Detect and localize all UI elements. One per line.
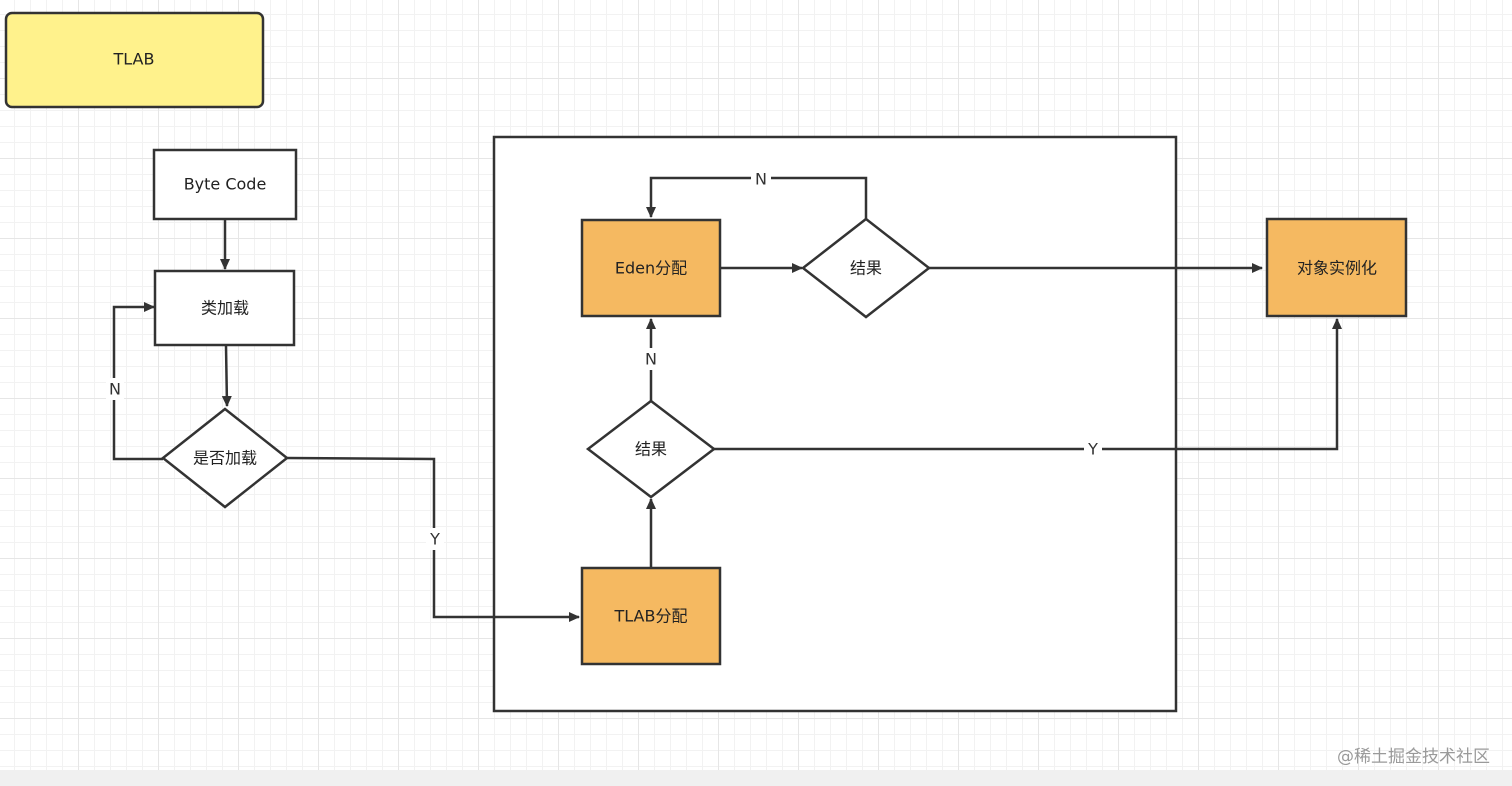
- edge-label-lower-yes: Y: [1087, 440, 1098, 459]
- node-byte-code-label: Byte Code: [184, 175, 267, 194]
- node-result-upper-label: 结果: [850, 259, 882, 278]
- node-class-load-label: 类加载: [201, 299, 249, 318]
- node-tlab-alloc-label: TLAB分配: [614, 607, 688, 626]
- edge-label-isloaded-yes: Y: [429, 530, 440, 549]
- title-box[interactable]: [4, 11, 265, 109]
- node-byte-code[interactable]: [152, 148, 298, 221]
- bottom-strip: [0, 770, 1512, 786]
- node-result-upper[interactable]: [800, 217, 932, 319]
- edge-label-upper-no: N: [755, 170, 767, 189]
- node-tlab-alloc[interactable]: [580, 566, 722, 666]
- edge-label-bg: [426, 528, 444, 550]
- edge-label-bg: [751, 168, 771, 190]
- node-is-loaded[interactable]: [160, 407, 290, 509]
- edge-label-bg: [1084, 439, 1102, 461]
- edge-result-lower-yes: [714, 318, 1342, 451]
- node-eden-alloc[interactable]: [580, 218, 722, 318]
- node-result-lower[interactable]: [585, 399, 717, 499]
- edge-label-lower-no: N: [645, 350, 657, 369]
- edge-label-isloaded-no: N: [109, 380, 121, 399]
- node-class-load[interactable]: [153, 269, 296, 347]
- watermark: @稀土掘金技术社区: [1337, 747, 1490, 767]
- edge-label-bg: [642, 348, 660, 370]
- node-instantiate-label: 对象实例化: [1297, 259, 1377, 278]
- title-box-label: TLAB: [113, 50, 155, 69]
- edge-label-bg: [106, 378, 124, 400]
- edge-classload-to-isloaded: [221, 345, 232, 407]
- node-result-lower-label: 结果: [635, 440, 667, 459]
- node-instantiate[interactable]: [1265, 217, 1408, 318]
- node-eden-alloc-label: Eden分配: [615, 259, 687, 278]
- node-is-loaded-label: 是否加载: [193, 449, 257, 468]
